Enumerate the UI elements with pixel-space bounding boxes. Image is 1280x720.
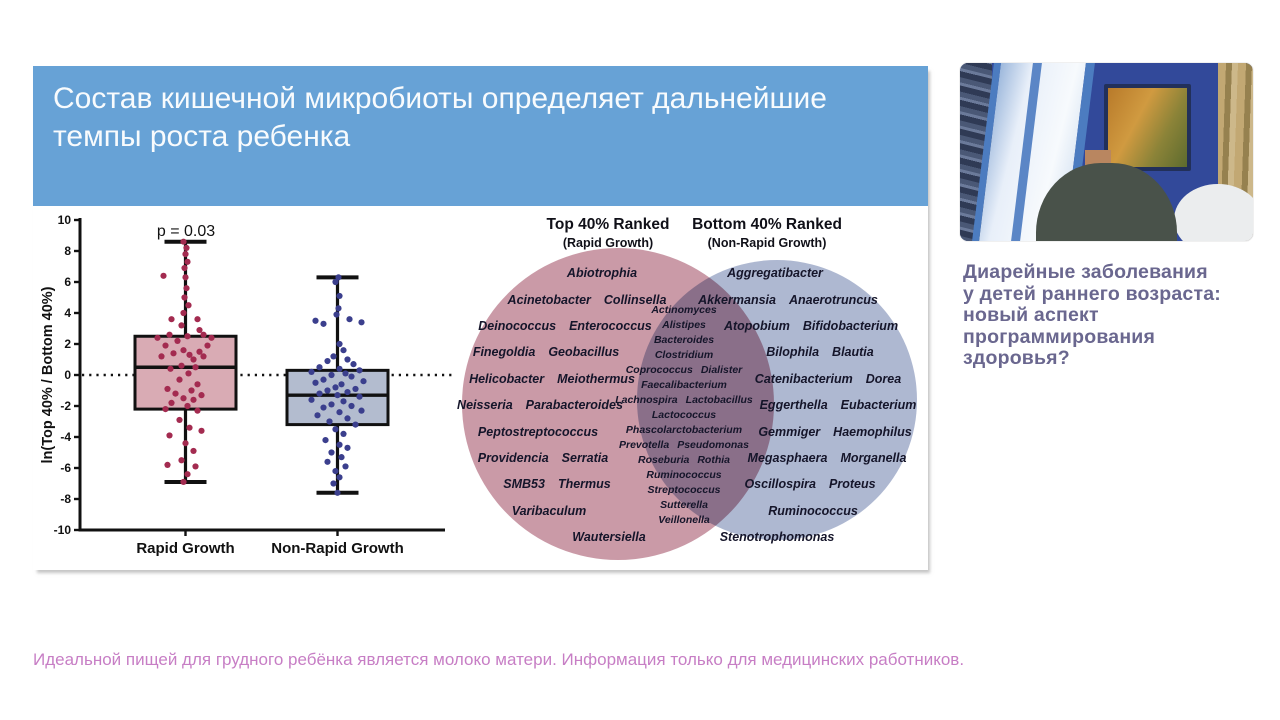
venn-taxon-row: Phascolarctobacterium bbox=[625, 423, 743, 436]
venn-title-nonrapid-sublabel: (Non-Rapid Growth) bbox=[707, 236, 827, 250]
venn-taxon-row: Veillonella bbox=[658, 513, 710, 526]
venn-diagram: Top 40% Ranked (Rapid Growth) Bottom 40%… bbox=[453, 214, 928, 584]
svg-text:-10: -10 bbox=[54, 523, 72, 537]
venn-taxon-row: Varibaculum bbox=[511, 503, 587, 518]
venn-taxon-row: Ruminococcus bbox=[646, 468, 722, 481]
venn-taxon-row: Alistipes bbox=[662, 318, 706, 331]
svg-text:-2: -2 bbox=[60, 399, 71, 413]
disclaimer-text: Идеальной пищей для грудного ребёнка явл… bbox=[33, 650, 965, 669]
venn-taxon-row: Abiotrophia bbox=[566, 266, 638, 281]
svg-text:2: 2 bbox=[64, 337, 71, 351]
venn-taxon-row: Stenotrophomonas bbox=[719, 530, 835, 545]
venn-taxon-row: Actinomyces bbox=[651, 303, 717, 316]
svg-text:10: 10 bbox=[58, 214, 72, 227]
presenter-video-tile[interactable] bbox=[960, 63, 1253, 241]
boxplot-chart: -10 -8 -6 -4 -2 0 2 4 6 8 10 ln(Top 40% / Bottom 40… bbox=[41, 214, 453, 557]
svg-text:-4: -4 bbox=[60, 430, 71, 444]
svg-text:-6: -6 bbox=[60, 461, 71, 475]
venn-taxon-row: Bacteroides bbox=[653, 333, 715, 346]
venn-taxon-row: Peptostreptococcus bbox=[477, 424, 599, 439]
venn-title-nonrapid-label: Bottom 40% Ranked bbox=[692, 216, 842, 233]
venn-taxon-row: Lactococcus bbox=[651, 408, 717, 421]
venn-taxon-row: Faecalibacterium bbox=[641, 378, 727, 391]
svg-text:6: 6 bbox=[64, 275, 71, 289]
svg-text:ln(Top 40% / Bottom 40%): ln(Top 40% / Bottom 40%) bbox=[41, 286, 56, 463]
venn-taxon-row: Wautersiella bbox=[572, 530, 646, 545]
venn-taxon-row: Clostridium bbox=[654, 348, 714, 361]
venn-title-rapid-label: Top 40% Ranked bbox=[546, 216, 670, 233]
venn-title-nonrapid: Bottom 40% Ranked (Non-Rapid Growth) bbox=[637, 216, 897, 252]
slide-card: Состав кишечной микробиоты определяет да… bbox=[33, 66, 928, 570]
svg-text:p = 0.03: p = 0.03 bbox=[157, 223, 215, 240]
video-pillow bbox=[1173, 184, 1253, 241]
slide-header-bar: Состав кишечной микробиоты определяет да… bbox=[33, 66, 928, 206]
svg-text:Rapid Growth: Rapid Growth bbox=[136, 540, 234, 557]
venn-taxon-row: Ruminococcus bbox=[768, 503, 858, 518]
venn-title-rapid-sublabel: (Rapid Growth) bbox=[562, 236, 654, 250]
venn-taxon-row: Sutterella bbox=[660, 498, 708, 511]
webinar-topic-title: Диарейные заболевания у детей раннего во… bbox=[963, 261, 1221, 369]
venn-taxon-row: Aggregatibacter bbox=[727, 266, 823, 281]
svg-text:0: 0 bbox=[64, 368, 71, 382]
svg-text:4: 4 bbox=[64, 306, 71, 320]
svg-text:Non-Rapid Growth: Non-Rapid Growth bbox=[271, 540, 403, 557]
svg-text:-8: -8 bbox=[60, 492, 71, 506]
venn-taxon-row: Streptococcus bbox=[647, 483, 721, 496]
venn-circle-nonrapid bbox=[637, 260, 917, 540]
venn-title-rapid: Top 40% Ranked (Rapid Growth) bbox=[483, 216, 733, 252]
svg-text:8: 8 bbox=[64, 244, 71, 258]
slide-title: Состав кишечной микробиоты определяет да… bbox=[53, 82, 827, 153]
video-painting bbox=[1103, 84, 1191, 171]
